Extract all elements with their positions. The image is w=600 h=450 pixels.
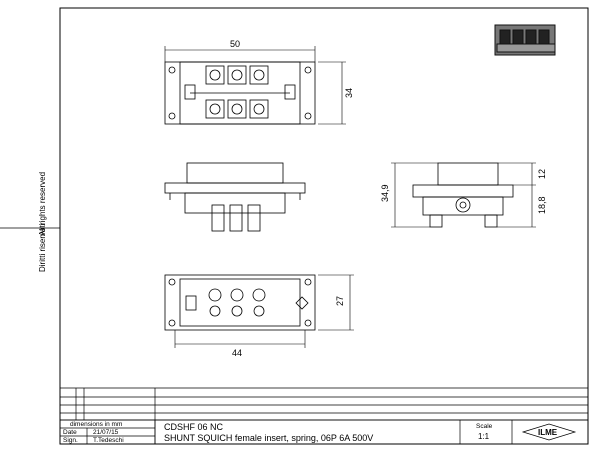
scale-label: Scale xyxy=(476,423,493,430)
dim-side-lower: 18,8 xyxy=(537,196,547,214)
bottom-view xyxy=(164,274,316,331)
date-label: Date xyxy=(63,429,77,436)
drawing-frame xyxy=(59,7,589,445)
ilme-logo: ILME xyxy=(538,428,558,437)
3d-preview-thumbnail xyxy=(494,24,556,56)
dim-top-height: 34 xyxy=(344,88,354,98)
dim-bottom-height: 27 xyxy=(335,296,345,306)
top-view-dimension-lines xyxy=(164,46,346,125)
dim-bottom-width: 44 xyxy=(232,348,242,358)
title-block xyxy=(59,387,589,445)
units-note: dimensions in mm xyxy=(70,421,122,428)
side-view xyxy=(412,162,514,228)
scale-value: 1:1 xyxy=(478,432,490,441)
dim-top-width: 50 xyxy=(230,39,240,49)
side-view-dimension-lines xyxy=(391,162,536,228)
sign-label: Sign. xyxy=(63,437,78,444)
diritti-riservati-note: Diritti riservati xyxy=(38,223,47,272)
front-view xyxy=(164,162,306,232)
date-value: 21/07/15 xyxy=(93,429,119,436)
top-view xyxy=(164,61,316,125)
bottom-view-dimension-lines xyxy=(174,274,354,348)
part-code: CDSHF 06 NC xyxy=(164,422,224,432)
dim-side-height: 34,9 xyxy=(380,184,390,202)
sign-value: T.Tedeschi xyxy=(93,437,124,444)
dim-side-upper: 12 xyxy=(537,169,547,179)
part-description: SHUNT SQUICH female insert, spring, 06P … xyxy=(164,433,373,443)
